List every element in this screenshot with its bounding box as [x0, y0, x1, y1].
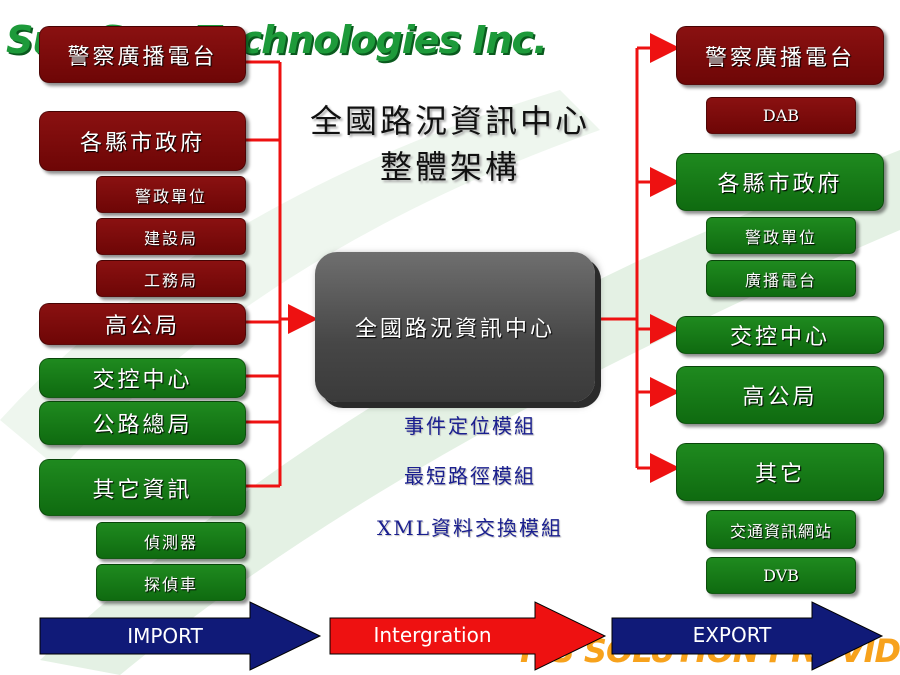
source-county-government: 各縣市政府	[39, 111, 246, 171]
target-dab: DAB	[706, 97, 856, 134]
target-dvb: DVB	[706, 557, 856, 594]
diagram-title-line1: 全國路況資訊中心	[309, 102, 590, 140]
diagram-title: 全國路況資訊中心 整體架構	[280, 98, 620, 190]
target-radio-station: 廣播電台	[706, 260, 856, 297]
module-shortest-path: 最短路徑模組	[404, 464, 536, 488]
diagram-title-line2: 整體架構	[379, 148, 520, 186]
import-arrow-shape	[39, 601, 322, 671]
integration-arrow-label: Intergration	[373, 623, 492, 647]
integration-arrow-shape	[329, 601, 607, 671]
source-probe-vehicle: 探偵車	[96, 564, 246, 601]
target-other: 其它	[676, 443, 884, 501]
module-event-location: 事件定位模組	[404, 414, 536, 438]
export-arrow-label: EXPORT	[692, 623, 772, 647]
target-police-radio: 警察廣播電台	[676, 26, 884, 85]
target-police-unit: 警政單位	[706, 217, 856, 254]
source-traffic-control-center: 交控中心	[39, 358, 246, 398]
target-freeway-bureau: 高公局	[676, 366, 884, 424]
source-construction-bureau: 建設局	[96, 218, 246, 255]
source-other-info: 其它資訊	[39, 459, 246, 516]
import-arrow-label: IMPORT	[127, 624, 203, 648]
source-police-unit: 警政單位	[96, 176, 246, 213]
source-public-works-bureau: 工務局	[96, 260, 246, 297]
source-freeway-bureau: 高公局	[39, 303, 246, 345]
target-county-government: 各縣市政府	[676, 153, 884, 211]
target-traffic-control-center: 交控中心	[676, 316, 884, 354]
module-xml-exchange: XML資料交換模組	[377, 516, 563, 540]
center-node: 全國路況資訊中心	[315, 252, 595, 402]
export-arrow-shape	[611, 601, 884, 671]
target-traffic-info-website: 交通資訊網站	[706, 510, 856, 549]
source-highway-bureau: 公路總局	[39, 401, 246, 445]
source-police-radio: 警察廣播電台	[39, 26, 246, 83]
source-detector: 偵測器	[96, 522, 246, 559]
